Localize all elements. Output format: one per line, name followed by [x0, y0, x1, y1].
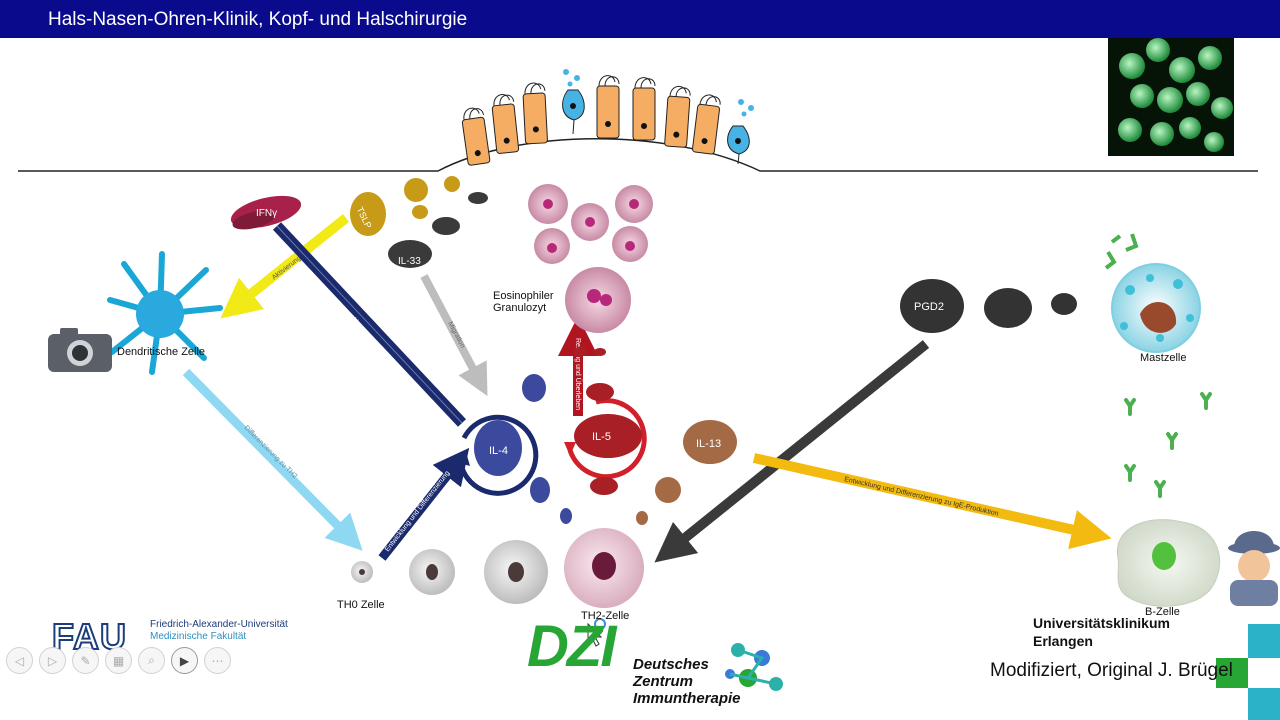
more-options-button[interactable]: ⋯: [204, 647, 231, 674]
epithelial-cells: [461, 69, 754, 166]
entwicklung-label: Entwicklung und Differenzierung: [384, 470, 451, 553]
pgd2-label: PGD2: [914, 301, 944, 313]
dzi-molecule-icon: [725, 643, 783, 691]
il5-molecule: [574, 347, 642, 495]
mast-cell: [1104, 233, 1201, 353]
pgd2-molecule: [900, 279, 1077, 333]
t-cells: [351, 528, 644, 608]
slideshow-toolbar: ◁ ▷ ✎ ▦ ⌕ ▶ ⋯: [6, 647, 231, 674]
ifng-label: IFNγ: [256, 208, 277, 219]
il13-molecule: [636, 420, 737, 525]
header-bar: Hals-Nasen-Ohren-Klinik, Kopf- und Halsc…: [0, 0, 1280, 38]
mastcell-label: Mastzelle: [1140, 352, 1187, 364]
entwicklung-arrow: [378, 447, 470, 561]
camera-icon: [48, 328, 112, 372]
eosinophil-label-1: Eosinophiler: [493, 290, 554, 302]
previous-slide-button[interactable]: ◁: [6, 647, 33, 674]
dp2-arrow: [654, 340, 930, 563]
reifung-label: Reifung und Überleben: [574, 338, 582, 410]
il33-label: IL-33: [398, 256, 421, 267]
zoom-button[interactable]: ⌕: [138, 647, 165, 674]
bacteria-image: [1108, 38, 1234, 156]
camera-toggle-button[interactable]: ▶: [171, 647, 198, 674]
il33-molecule: [388, 192, 488, 268]
il4-label: IL-4: [489, 445, 508, 457]
detective-icon: [1228, 531, 1280, 606]
differenzierung-arrow: [182, 368, 363, 551]
uk-city: Erlangen: [1033, 633, 1093, 649]
aktivierung-arrow: [220, 214, 350, 319]
slide-overview-button[interactable]: ▦: [105, 647, 132, 674]
uk-erlangen-logo: [1216, 624, 1280, 720]
il13-label: IL-13: [696, 438, 721, 450]
il4-molecule: [474, 374, 572, 524]
fau-faculty-name: Medizinische Fakultät: [150, 631, 247, 642]
th0-label: TH0 Zelle: [337, 599, 385, 611]
th2-label: TH2-Zelle: [581, 610, 630, 622]
pathway-diagram: Aktivierung Hemmung Migration Differenzi…: [18, 38, 1280, 720]
bcell-label: B-Zelle: [1145, 606, 1180, 618]
epithelium-line: [18, 138, 1258, 172]
differenzierung-label: Differenzierung zu TH2: [243, 424, 299, 480]
pen-tool-button[interactable]: ✎: [72, 647, 99, 674]
ifng-molecule: [230, 195, 302, 230]
dzi-line-3: Immuntherapie: [633, 690, 741, 707]
uk-name: Universitätsklinikum: [1033, 615, 1170, 631]
dendritic-cell: [107, 251, 223, 375]
credit-text: Modifiziert, Original J. Brügel: [990, 660, 1233, 681]
ige-arrow: [752, 453, 1112, 550]
dzi-line-1: Deutsches: [633, 656, 709, 673]
antibodies: [1124, 392, 1212, 498]
dendritic-cell-label: Dendritische Zelle: [117, 346, 206, 358]
dzi-logo: DZI: [527, 614, 616, 679]
migration-arrow: [420, 274, 488, 397]
b-cell: [1116, 519, 1221, 607]
il5-label: IL-5: [592, 431, 611, 443]
fau-university-name: Friedrich-Alexander-Universität: [150, 619, 288, 630]
tslp-molecule: [350, 176, 460, 236]
eosinophil-cells: [528, 184, 653, 333]
mouse-cursor: [587, 618, 606, 647]
header-title: Hals-Nasen-Ohren-Klinik, Kopf- und Halsc…: [48, 9, 468, 30]
dzi-line-2: Zentrum: [633, 673, 693, 690]
eosinophil-label-2: Granulozyt: [493, 302, 547, 314]
next-slide-button[interactable]: ▷: [39, 647, 66, 674]
il4-cycle-arrow: [459, 414, 539, 496]
il5-cycle-arrow: [567, 398, 647, 480]
ige-label: Entwicklung und Differenzierung zu IgE-P…: [844, 476, 1000, 518]
slide-canvas: Aktivierung Hemmung Migration Differenzi…: [0, 38, 1280, 720]
